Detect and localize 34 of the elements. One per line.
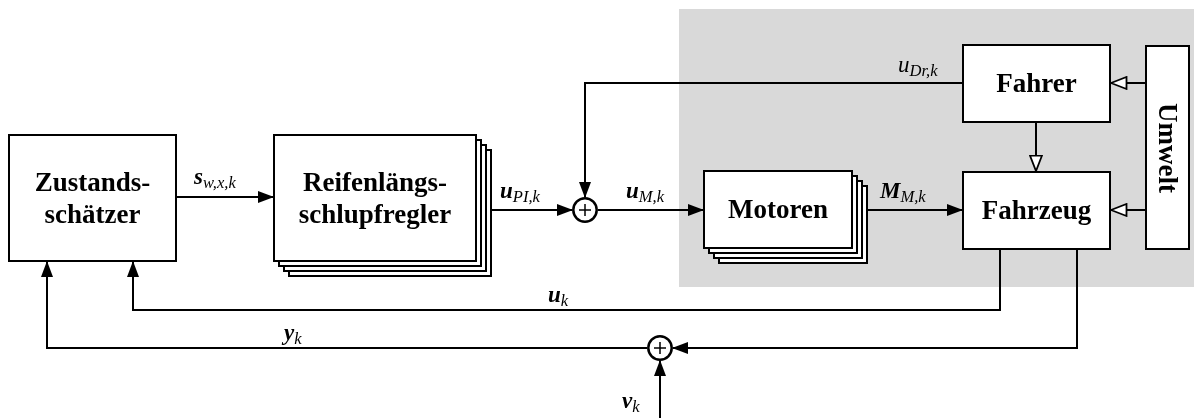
signal-label: s$_{w,x,k}$: [194, 164, 236, 194]
process-block: [8, 134, 177, 262]
process-block: [962, 171, 1111, 250]
block-label: Zustands- schätzer: [33, 165, 152, 231]
arrow: [597, 204, 704, 216]
block-label: Umwelt: [1151, 102, 1184, 193]
stacked-block: [703, 170, 868, 264]
signal-label: u$_{k}$: [548, 282, 569, 312]
arrow: [491, 204, 573, 216]
arrow: [1110, 203, 1146, 217]
summing-junction: [572, 197, 598, 223]
arrow: [654, 360, 666, 418]
arrow: [1029, 122, 1043, 172]
signal-label: M$_{M,k}$: [880, 178, 926, 208]
signal-label: u$_{PI,k}$: [500, 178, 540, 208]
process-block: [962, 44, 1111, 123]
arrow: [176, 191, 274, 203]
block-label: Reifenlängs- schlupfregler: [297, 165, 453, 231]
block-label: Motoren: [727, 193, 829, 226]
block-label: Fahrzeug: [980, 194, 1093, 227]
summing-junction: [647, 335, 673, 361]
arrow: [672, 249, 1078, 354]
arrow: [127, 249, 1001, 311]
signal-label: u$_{M,k}$: [626, 178, 665, 208]
process-block: [1145, 45, 1190, 250]
arrow: [1110, 76, 1146, 90]
arrow: [579, 82, 963, 198]
arrow: [41, 261, 648, 349]
stacked-block: [273, 134, 492, 277]
background-region: [679, 9, 1194, 287]
block-label: Fahrer: [995, 67, 1078, 100]
arrow: [867, 204, 963, 216]
signal-label: v$_{k}$: [622, 388, 640, 418]
signal-label: u$_{Dr,k}$: [898, 52, 938, 82]
